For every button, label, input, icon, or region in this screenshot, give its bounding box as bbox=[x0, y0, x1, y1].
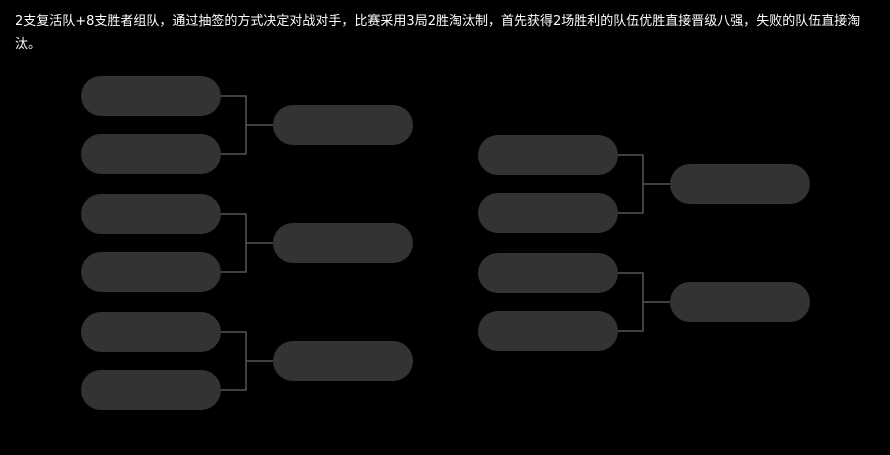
team-slot[interactable] bbox=[478, 193, 618, 233]
team-slot[interactable] bbox=[81, 76, 221, 116]
team-slot[interactable] bbox=[81, 252, 221, 292]
team-slot[interactable] bbox=[478, 253, 618, 293]
bracket-connector bbox=[221, 213, 273, 273]
winner-slot[interactable] bbox=[670, 282, 810, 322]
bracket-connector bbox=[221, 331, 273, 391]
bracket-connector bbox=[618, 272, 670, 332]
bracket-connector bbox=[618, 154, 670, 214]
bracket-connector bbox=[221, 95, 273, 155]
team-slot[interactable] bbox=[81, 370, 221, 410]
rules-description: 2支复活队+8支胜者组队，通过抽签的方式决定对战对手，比赛采用3局2胜淘汰制，首… bbox=[15, 14, 861, 52]
winner-slot[interactable] bbox=[273, 223, 413, 263]
winner-slot[interactable] bbox=[670, 164, 810, 204]
left-bracket bbox=[81, 76, 413, 410]
winner-slot[interactable] bbox=[273, 341, 413, 381]
team-slot[interactable] bbox=[81, 134, 221, 174]
winner-slot[interactable] bbox=[273, 105, 413, 145]
team-slot[interactable] bbox=[478, 311, 618, 351]
right-bracket bbox=[478, 135, 810, 351]
team-slot[interactable] bbox=[81, 312, 221, 352]
team-slot[interactable] bbox=[81, 194, 221, 234]
team-slot[interactable] bbox=[478, 135, 618, 175]
